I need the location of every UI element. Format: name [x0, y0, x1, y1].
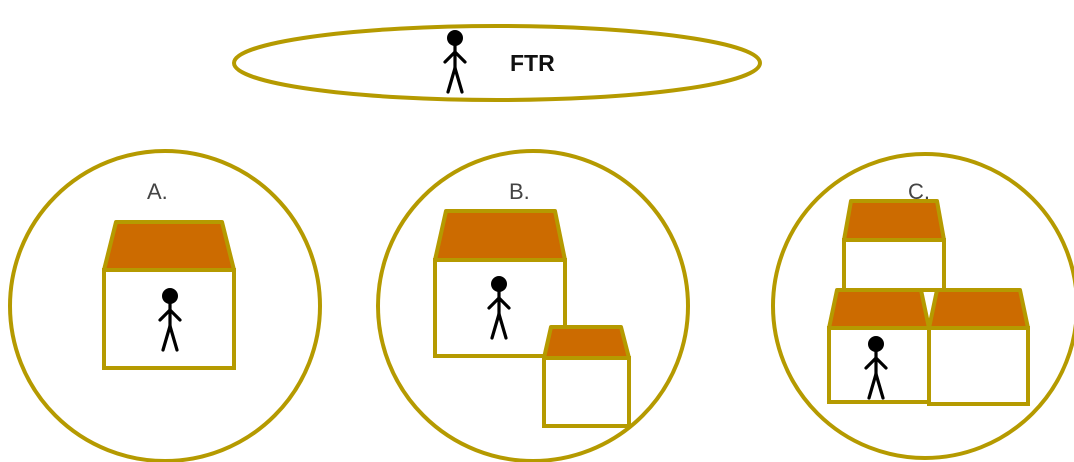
- panel-c-label: C.: [908, 179, 930, 204]
- house-body: [842, 238, 946, 292]
- panel-c: C.: [771, 152, 1074, 460]
- house-roof: [842, 199, 946, 242]
- panel-c-house-top: [842, 199, 946, 292]
- house-roof: [102, 220, 236, 272]
- house-body: [927, 326, 1030, 406]
- house-roof: [433, 209, 567, 262]
- panel-b-label: B.: [509, 179, 530, 204]
- panel-a: A.: [8, 149, 322, 462]
- ftr-label: FTR: [510, 50, 555, 76]
- house-body: [542, 356, 631, 428]
- ftr-group: FTR: [232, 24, 762, 102]
- panel-b: B.: [376, 149, 690, 462]
- house-roof: [927, 288, 1030, 330]
- house-roof: [827, 288, 931, 330]
- house-roof: [542, 325, 631, 360]
- panel-c-house-right: [927, 288, 1030, 406]
- panel-b-house-small: [542, 325, 631, 428]
- panel-a-label: A.: [147, 179, 168, 204]
- ftr-ellipse: [232, 24, 762, 102]
